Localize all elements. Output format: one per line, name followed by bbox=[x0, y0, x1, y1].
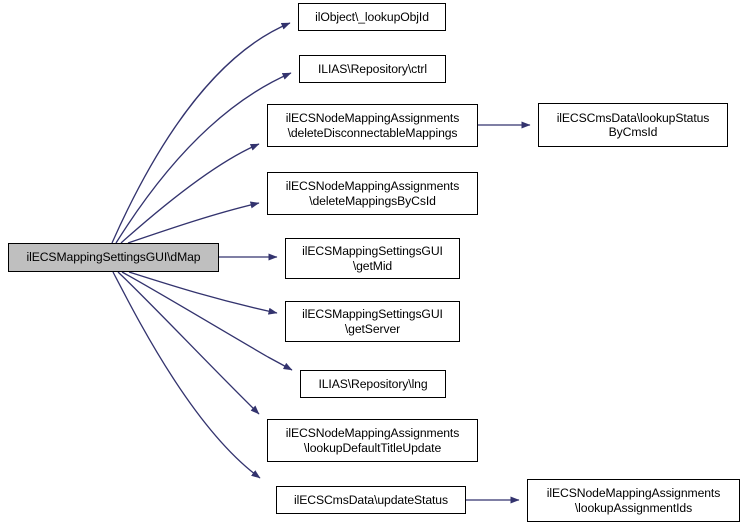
edge-root-to-lookupDefaultTitleUpdate bbox=[117, 271, 260, 415]
graph-node-getMid[interactable]: ilECSMappingSettingsGUI \getMid bbox=[285, 238, 460, 279]
graph-node-label: ilECSNodeMappingAssignments \deleteMappi… bbox=[285, 179, 460, 208]
graph-node-label: ILIAS\Repository\lng bbox=[318, 376, 428, 391]
graph-node-lookupDefaultTitleUpdate[interactable]: ilECSNodeMappingAssignments \lookupDefau… bbox=[267, 419, 478, 462]
edge-root-to-updateStatus bbox=[112, 271, 261, 479]
graph-node-root[interactable]: ilECSMappingSettingsGUI\dMap bbox=[8, 243, 219, 272]
edge-root-to-deleteMappingsByCsId bbox=[127, 201, 260, 244]
graph-node-label: ilECSMappingSettingsGUI\dMap bbox=[26, 250, 201, 265]
graph-node-lookupAssignmentIds[interactable]: ilECSNodeMappingAssignments \lookupAssig… bbox=[527, 479, 740, 522]
graph-node-label: ilECSMappingSettingsGUI \getServer bbox=[302, 307, 443, 336]
graph-node-label: ilECSNodeMappingAssignments \lookupAssig… bbox=[546, 486, 721, 515]
graph-node-label: ilECSCmsData\lookupStatus ByCmsId bbox=[556, 110, 710, 140]
graph-node-deleteDisconnectableMappings[interactable]: ilECSNodeMappingAssignments \deleteDisco… bbox=[267, 104, 478, 147]
graph-node-lookupStatusByCmsId[interactable]: ilECSCmsData\lookupStatus ByCmsId bbox=[538, 103, 728, 147]
edge-root-to-lookupObjId bbox=[111, 22, 291, 244]
edge-root-to-lng bbox=[121, 271, 293, 371]
graph-node-getServer[interactable]: ilECSMappingSettingsGUI \getServer bbox=[285, 301, 460, 342]
graph-node-deleteMappingsByCsId[interactable]: ilECSNodeMappingAssignments \deleteMappi… bbox=[267, 172, 478, 215]
graph-node-label: ilECSCmsData\updateStatus bbox=[294, 492, 448, 507]
graph-node-label: ilECSNodeMappingAssignments \deleteDisco… bbox=[285, 111, 460, 140]
graph-node-lookupObjId[interactable]: ilObject\_lookupObjId bbox=[298, 3, 446, 31]
edge-root-to-getServer bbox=[128, 271, 278, 315]
graph-node-label: ILIAS\Repository\ctrl bbox=[318, 61, 427, 76]
edge-root-to-ctrl bbox=[115, 72, 292, 244]
graph-node-ctrl[interactable]: ILIAS\Repository\ctrl bbox=[299, 55, 446, 83]
graph-node-label: ilObject\_lookupObjId bbox=[315, 9, 429, 24]
graph-node-lng[interactable]: ILIAS\Repository\lng bbox=[300, 370, 446, 398]
graph-node-updateStatus[interactable]: ilECSCmsData\updateStatus bbox=[276, 486, 466, 514]
graph-node-label: ilECSMappingSettingsGUI \getMid bbox=[302, 244, 443, 273]
graph-node-label: ilECSNodeMappingAssignments \lookupDefau… bbox=[285, 426, 460, 455]
edge-root-to-deleteDisconnectableMappings bbox=[120, 143, 260, 244]
